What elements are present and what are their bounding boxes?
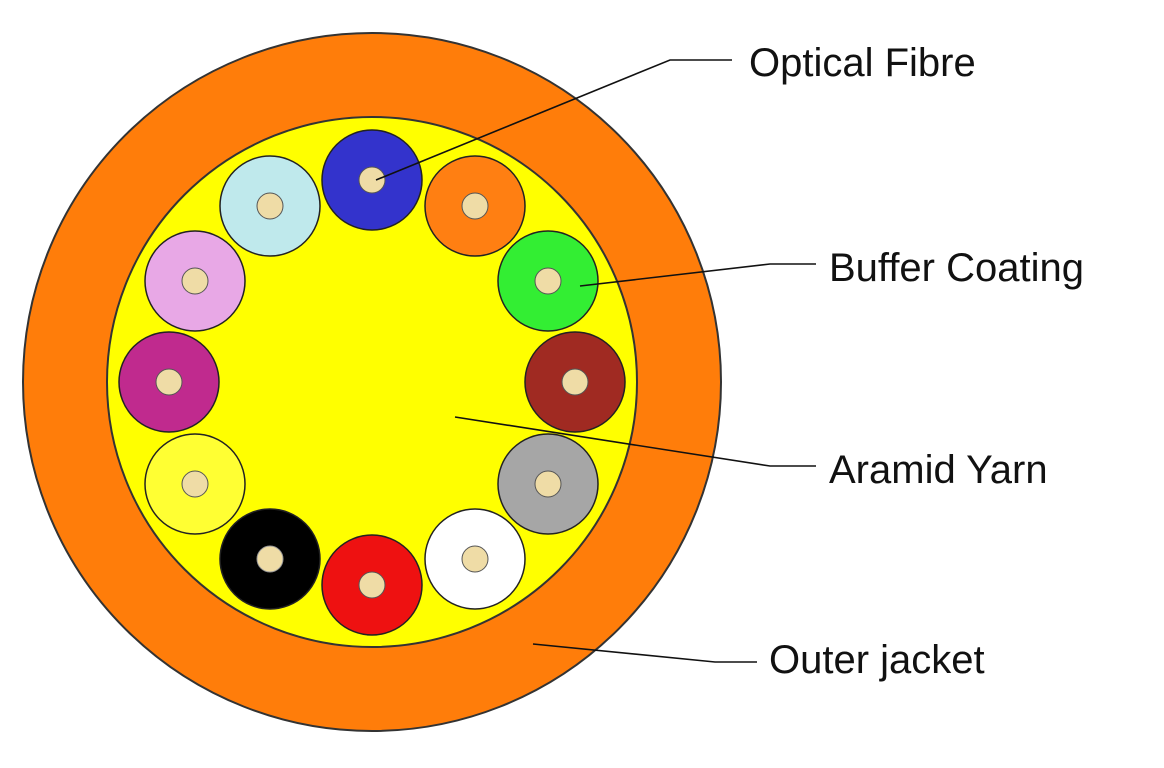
leader-line-optical-fibre	[375, 59, 732, 181]
aramid-yarn	[106, 116, 638, 648]
optical-fibre-label: Optical Fibre	[749, 41, 976, 85]
leader-lines	[375, 59, 816, 663]
optical-fibre-core-aqua	[256, 192, 284, 220]
leader-line-buffer-coating	[579, 263, 816, 287]
optical-fibre-core-violet	[155, 368, 183, 396]
fibre-group	[118, 129, 626, 636]
optical-fibre-core-white	[461, 545, 489, 573]
buffer-coating-label: Buffer Coating	[829, 246, 1084, 290]
optical-fibre-core-pink	[181, 267, 209, 295]
optical-fibre-core-brown	[561, 368, 589, 396]
outer-jacket-label: Outer jacket	[769, 638, 985, 682]
optical-fibre-core-grey	[534, 470, 562, 498]
leader-line-aramid-yarn	[454, 416, 816, 467]
leader-line-outer-jacket	[532, 643, 757, 663]
optical-fibre-core-orange	[461, 192, 489, 220]
optical-fibre-core-red	[358, 571, 386, 599]
optical-fibre-core-black	[256, 545, 284, 573]
aramid-yarn-label: Aramid Yarn	[829, 448, 1048, 492]
optical-fibre-core-blue	[358, 166, 386, 194]
optical-fibre-core-yellow	[181, 470, 209, 498]
optical-fibre-core-green	[534, 267, 562, 295]
